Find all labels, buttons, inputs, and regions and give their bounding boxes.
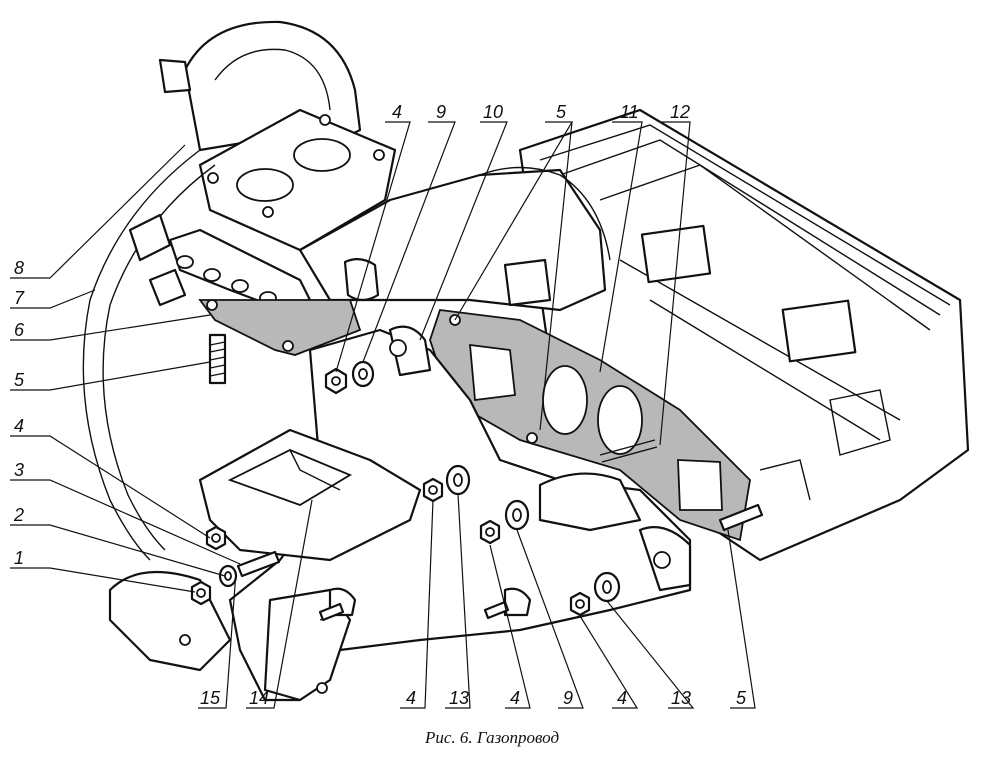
figure-caption: Рис. 6. Газопровод: [424, 728, 560, 747]
intake-manifold: [158, 20, 611, 312]
callout-bottom-8: 13: [671, 688, 691, 708]
callout-left-2: 7: [14, 288, 25, 308]
stud: [718, 503, 764, 532]
callout-bottom-5: 4: [510, 688, 520, 708]
callout-bottom-2: 14: [249, 688, 269, 708]
callout-bottom-7: 4: [617, 688, 627, 708]
leader-lines: [10, 121, 756, 709]
callout-left-3: 6: [14, 320, 25, 340]
callout-top-1: 4: [392, 102, 402, 122]
callout-top-2: 9: [436, 102, 446, 122]
callout-left-7: 2: [13, 505, 24, 525]
callout-top-6: 12: [670, 102, 690, 122]
stud: [318, 602, 345, 622]
crankcase-vent-pipe: [82, 149, 216, 561]
callout-bottom-4: 13: [449, 688, 469, 708]
callout-top-4: 5: [556, 102, 567, 122]
callout-left-8: 1: [14, 548, 24, 568]
callout-labels: 8 7 6 5 4 3 2 1 4 9 10 5 11 12 15 14 4 1…: [13, 102, 747, 708]
callout-left-6: 3: [14, 460, 24, 480]
callout-left-1: 8: [14, 258, 24, 278]
callout-bottom-3: 4: [406, 688, 416, 708]
intake-gasket: [198, 299, 362, 356]
callout-bottom-6: 9: [563, 688, 573, 708]
stud: [483, 600, 510, 620]
callout-left-5: 4: [14, 416, 24, 436]
callout-top-5: 11: [620, 102, 639, 122]
callout-top-3: 10: [483, 102, 503, 122]
callout-bottom-9: 5: [736, 688, 747, 708]
callout-bottom-1: 15: [200, 688, 221, 708]
callout-left-4: 5: [14, 370, 25, 390]
stud: [236, 550, 281, 578]
exhaust-gasket: [429, 309, 751, 542]
fasteners: [190, 333, 764, 622]
stud: [599, 439, 658, 463]
